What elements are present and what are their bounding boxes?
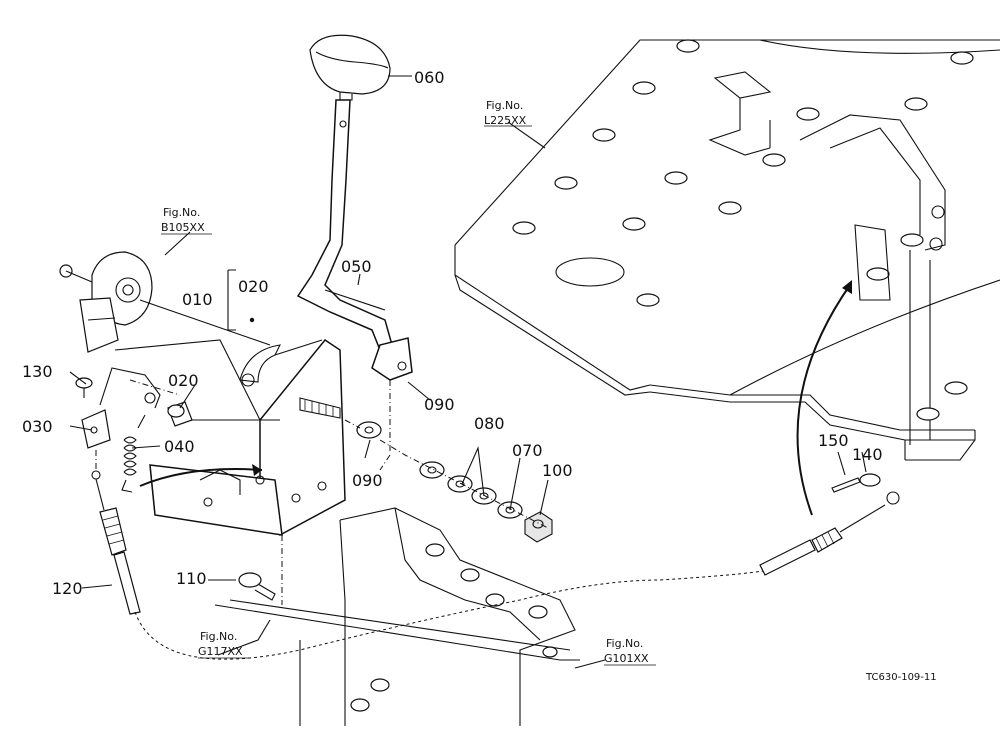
callout-110: 110 — [176, 569, 207, 588]
washers-080 — [447, 475, 497, 505]
callout-050: 050 — [341, 257, 372, 276]
callout-150: 150 — [818, 431, 849, 450]
callout-020-collar: 020 — [168, 371, 199, 390]
switch-assembly — [59, 251, 153, 353]
fig-ref-g117-line1: Fig.No. — [200, 630, 237, 643]
callout-060: 060 — [414, 68, 445, 87]
nut-100 — [524, 511, 553, 543]
spring-pin-bolt — [299, 397, 341, 419]
callout-080: 080 — [474, 414, 505, 433]
washer-090-upper — [356, 421, 382, 439]
frame-bolt-holes — [512, 39, 974, 421]
callout-100: 100 — [542, 461, 573, 480]
lever-050 — [296, 99, 413, 381]
drawing-code: TC630-109-11 — [865, 672, 937, 683]
callout-010: 010 — [182, 290, 213, 309]
knob-060 — [309, 34, 391, 101]
arrows — [139, 280, 852, 516]
callout-090-lower: 090 — [352, 471, 383, 490]
bolt-110 — [238, 572, 276, 601]
fig-ref-b105-line2: B105XX — [161, 221, 205, 234]
figure-references: Fig.No. L225XX Fig.No. B105XX Fig.No. G1… — [161, 99, 649, 665]
callout-090-upper: 090 — [424, 395, 455, 414]
callout-130: 130 — [22, 362, 53, 381]
clip-030 — [81, 367, 161, 449]
cable-120 — [91, 470, 771, 660]
callout-040: 040 — [164, 437, 195, 456]
bolt-130 — [75, 377, 93, 398]
washer-090-lower — [419, 461, 445, 479]
callout-030: 030 — [22, 417, 53, 436]
cable-end-right — [759, 473, 900, 576]
lower-mount-plate — [214, 507, 580, 726]
fig-ref-g101-line1: Fig.No. — [606, 637, 643, 650]
fig-ref-g101-line2: G101XX — [604, 652, 649, 665]
fig-ref-l225-line1: Fig.No. — [486, 99, 523, 112]
chassis-frame-plate — [454, 39, 1000, 461]
bracket-010 — [149, 338, 346, 536]
leader-lines — [69, 75, 867, 669]
callout-070: 070 — [512, 441, 543, 460]
spring-040 — [121, 414, 146, 493]
callout-labels: 060 050 010 020 020 130 030 040 090 090 … — [22, 68, 883, 598]
callout-140: 140 — [852, 445, 883, 464]
assembly-center-lines — [95, 379, 549, 605]
fig-ref-b105-line1: Fig.No. — [163, 206, 200, 219]
fig-ref-g117-line2: G117XX — [198, 645, 243, 658]
callout-120: 120 — [52, 579, 83, 598]
fig-ref-l225-line2: L225XX — [484, 114, 527, 127]
callout-020-top: 020 — [238, 277, 269, 296]
